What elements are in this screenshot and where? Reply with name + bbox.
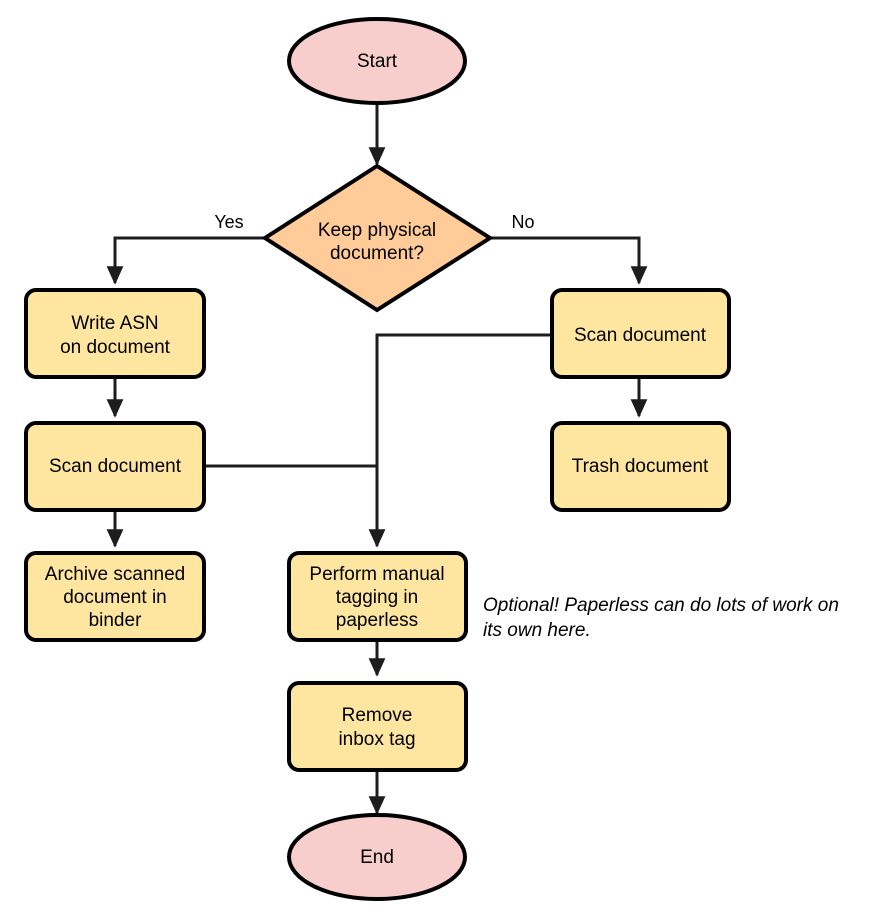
tagging-label-line3: paperless xyxy=(336,610,418,631)
node-archive-scanned-document[interactable]: Archive scanned document in binder xyxy=(24,551,206,642)
remove-inbox-tag-box[interactable] xyxy=(287,681,468,772)
node-end[interactable]: End xyxy=(287,813,467,901)
annotation-line1: Optional! Paperless can do lots of work … xyxy=(483,595,839,616)
node-start[interactable]: Start xyxy=(287,17,467,105)
node-remove-inbox-tag[interactable]: Remove inbox tag xyxy=(287,681,468,772)
scan-document-right-label: Scan document xyxy=(574,325,707,346)
write-asn-label-line2: on document xyxy=(60,337,171,358)
scan-document-left-label: Scan document xyxy=(49,456,182,477)
node-trash-document[interactable]: Trash document xyxy=(550,421,731,512)
edge-label-no: No xyxy=(511,212,534,232)
node-scan-document-right[interactable]: Scan document xyxy=(550,288,731,379)
tagging-label-line1: Perform manual xyxy=(309,564,444,585)
write-asn-label-line1: Write ASN xyxy=(71,313,158,334)
connector-no-to-scan-right xyxy=(490,236,648,285)
decision-diamond[interactable] xyxy=(261,163,494,313)
scan-document-right-box[interactable] xyxy=(550,288,731,379)
tagging-label-line2: tagging in xyxy=(336,587,418,608)
node-keep-physical-document-decision[interactable]: Keep physical document? xyxy=(261,163,494,313)
node-perform-manual-tagging[interactable]: Perform manual tagging in paperless xyxy=(287,551,468,642)
connector-scan-right-to-tagging xyxy=(368,333,552,548)
archive-label-line3: binder xyxy=(89,610,142,631)
edge-label-yes: Yes xyxy=(214,212,243,232)
start-ellipse[interactable] xyxy=(287,17,467,105)
end-ellipse[interactable] xyxy=(287,813,467,901)
decision-label-line2: document? xyxy=(330,243,424,264)
tagging-box[interactable] xyxy=(287,551,468,642)
node-scan-document-left[interactable]: Scan document xyxy=(24,421,206,512)
remove-inbox-label-line1: Remove xyxy=(342,705,413,726)
trash-document-box[interactable] xyxy=(550,421,731,512)
archive-label-line1: Archive scanned xyxy=(45,564,185,585)
write-asn-box[interactable] xyxy=(24,288,206,379)
decision-label-line1: Keep physical xyxy=(318,220,436,241)
scan-document-left-box[interactable] xyxy=(24,421,206,512)
archive-box[interactable] xyxy=(24,551,206,642)
remove-inbox-label-line2: inbox tag xyxy=(338,729,415,750)
archive-label-line2: document in xyxy=(63,587,167,608)
end-label: End xyxy=(360,847,394,868)
node-write-asn[interactable]: Write ASN on document xyxy=(24,288,206,379)
start-label: Start xyxy=(357,51,398,72)
trash-document-label: Trash document xyxy=(572,456,709,477)
connector-yes-to-write-asn xyxy=(106,236,265,285)
annotation-optional-note: Optional! Paperless can do lots of work … xyxy=(483,595,839,641)
annotation-line2: its own here. xyxy=(483,620,591,641)
